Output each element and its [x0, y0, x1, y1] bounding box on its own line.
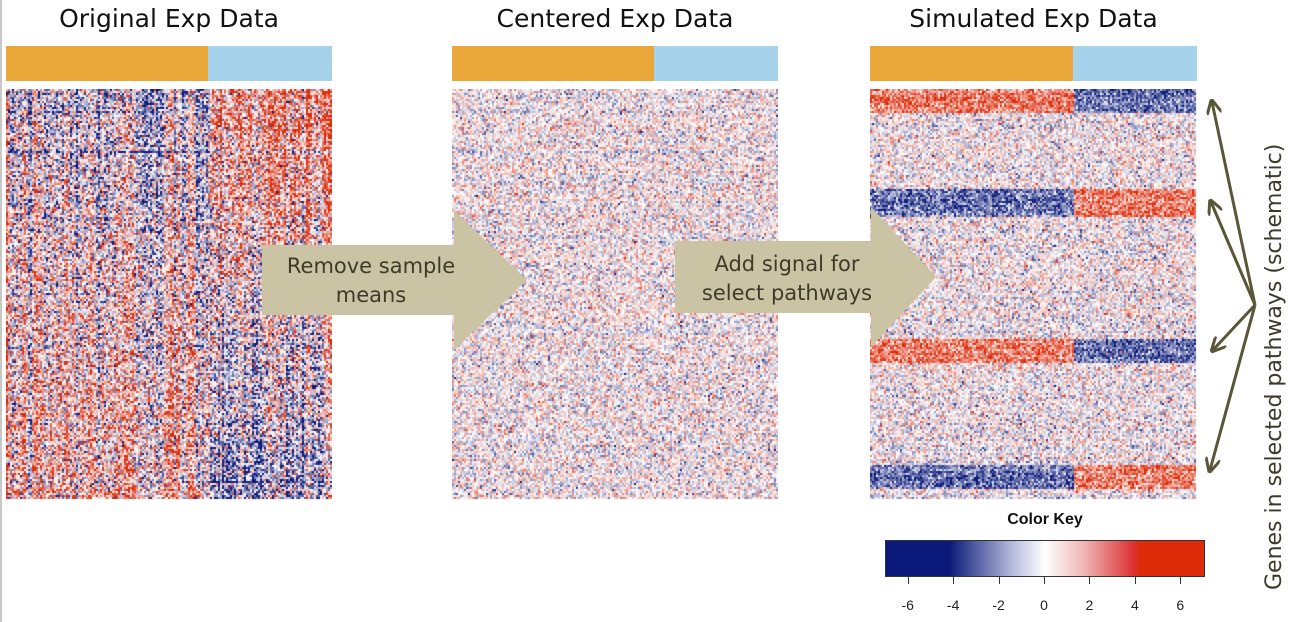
group-bar-original [6, 46, 332, 81]
step-label-line2: select pathways [701, 281, 873, 305]
panel-title-simulated: Simulated Exp Data [909, 4, 1158, 33]
step-label-add-signal: Add signal for select pathways [672, 250, 902, 308]
color-key-tick [1044, 576, 1045, 584]
heatmap-simulated [870, 89, 1197, 500]
group2-segment [1072, 46, 1197, 81]
step-label-remove-means: Remove sample means [262, 252, 480, 310]
pointer-arrow-block4 [1210, 304, 1257, 470]
color-key-tick [1180, 576, 1182, 584]
group-bar-centered [452, 46, 778, 81]
pointer-arrow-block2 [1211, 202, 1257, 306]
color-key-tick [998, 576, 1000, 584]
pointer-arrow-block1 [1212, 102, 1257, 306]
group1-segment [6, 46, 209, 81]
panel-title-centered: Centered Exp Data [496, 4, 734, 33]
step-label-line1: Remove sample [286, 254, 456, 278]
color-key-title: Color Key [1007, 511, 1083, 528]
color-key-tick [1134, 576, 1136, 584]
step-arrow-remove-means [262, 210, 527, 350]
group1-segment [870, 46, 1073, 81]
pointer-arrow-block3 [1213, 303, 1257, 350]
color-key-tick [907, 576, 909, 584]
step-label-line1: Add signal for [714, 252, 860, 276]
color-key-tick-label: 4 [1130, 597, 1139, 613]
color-key-tick-label: 0 [1040, 597, 1048, 613]
arrow-shape [262, 210, 527, 350]
pathway-pointer-arrows [1195, 90, 1257, 480]
color-key-tick [1089, 576, 1091, 584]
color-key-tick-label: -6 [901, 597, 914, 613]
page-left-border [0, 0, 2, 622]
step-label-line2: means [335, 283, 407, 307]
arrow-shape [675, 207, 936, 347]
group1-segment [452, 46, 655, 81]
color-key-tick-label: -4 [946, 597, 960, 613]
annotation-genes-in-pathways: Genes in selected pathways (schematic) [1262, 143, 1287, 590]
group2-segment [654, 46, 778, 81]
color-key-tick [953, 576, 955, 584]
color-key-gradient [885, 540, 1205, 577]
color-key-tick-label: 2 [1085, 597, 1094, 613]
color-key-tick-label: -2 [992, 597, 1005, 613]
color-key-tick-label: 6 [1176, 597, 1185, 613]
group2-segment [208, 46, 332, 81]
panel-title-original: Original Exp Data [59, 4, 279, 33]
step-arrow-add-signal [675, 207, 936, 347]
group-bar-simulated [870, 46, 1197, 81]
